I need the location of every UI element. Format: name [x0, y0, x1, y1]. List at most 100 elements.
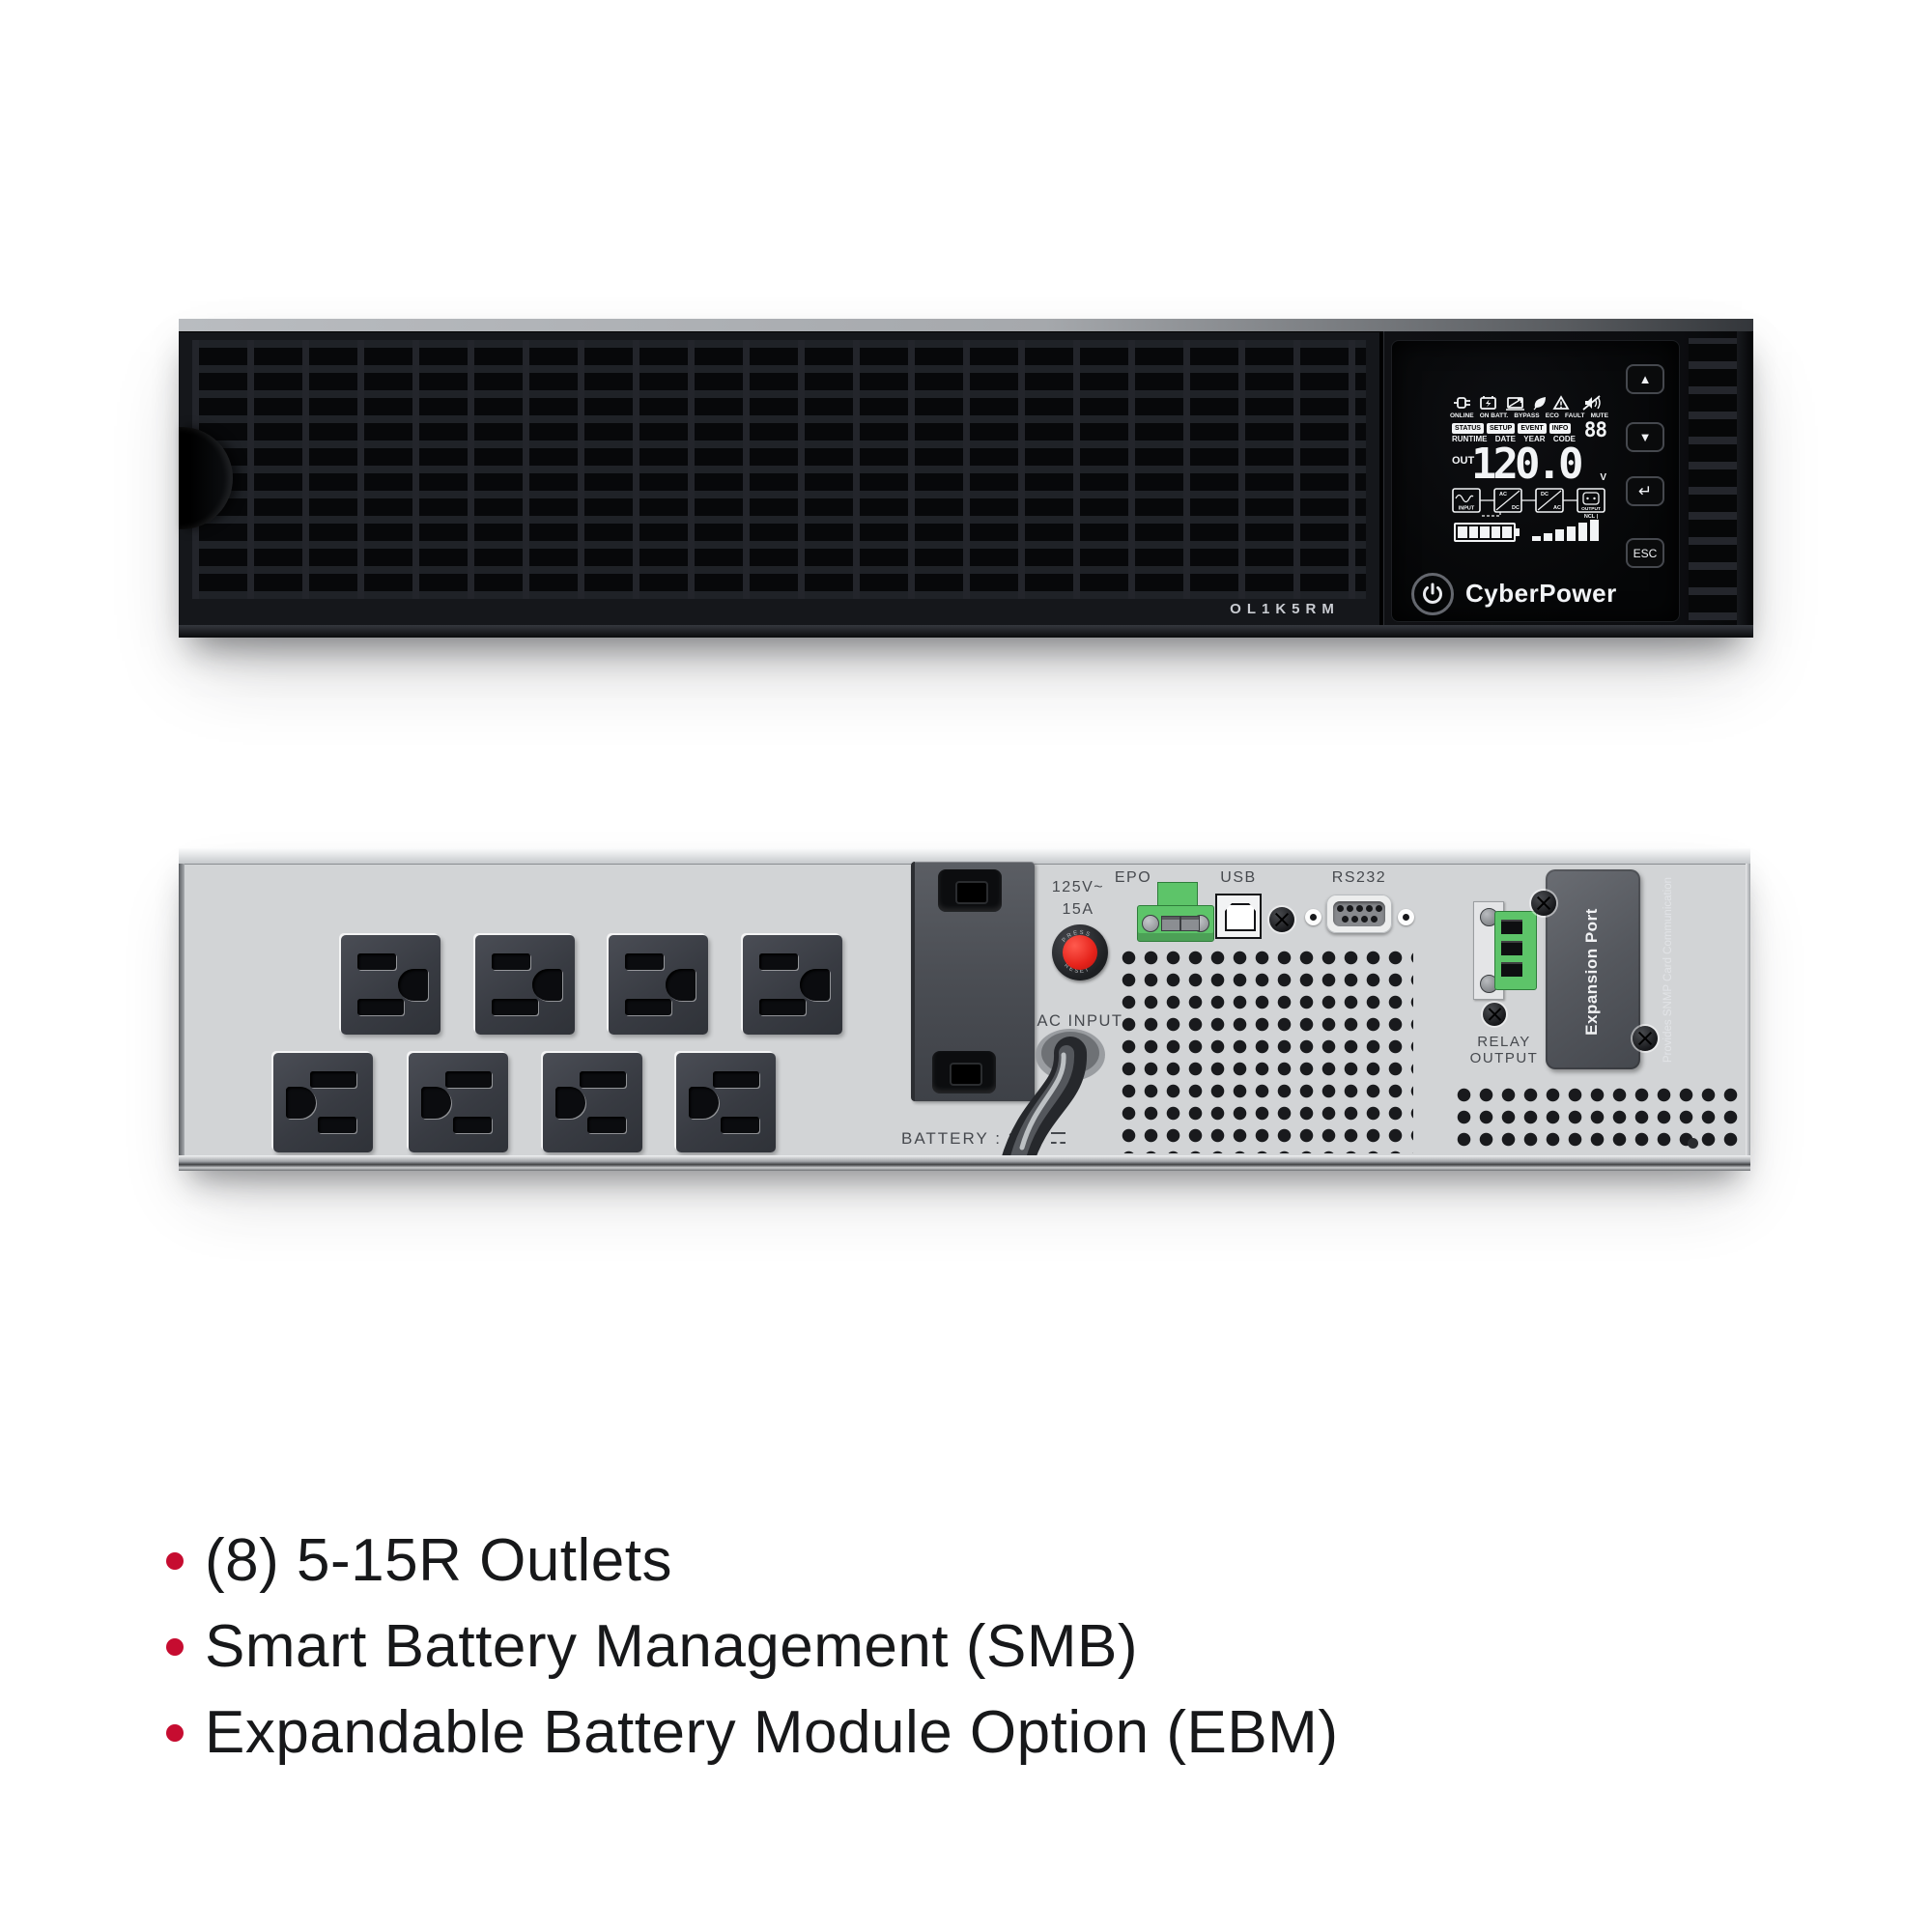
- power-icon: [1423, 582, 1442, 604]
- expansion-port-cover: Expansion Port Provides SNMP Card Commun…: [1546, 869, 1674, 1069]
- down-button: ▼: [1626, 422, 1664, 452]
- nema-5-15r-outlet: [475, 935, 575, 1035]
- nema-5-15r-outlet: [409, 1053, 508, 1152]
- load-gauge-segment: [1577, 522, 1588, 542]
- relay-output-label: RELAY OUTPUT: [1469, 1034, 1539, 1066]
- front-side-vents: [1689, 338, 1737, 620]
- ups-rear-view: BATTERY : 36V 125V~ 15A PRESS RESET AC I…: [179, 848, 1750, 1171]
- badge-setup: SETUP: [1486, 423, 1516, 434]
- epo-label: EPO: [1114, 869, 1152, 886]
- load-level-gauge: [1531, 519, 1601, 542]
- ac-input-label: AC INPUT: [1037, 1012, 1123, 1030]
- plug-online-icon: [1454, 397, 1470, 409]
- load-gauge-segment: [1566, 525, 1577, 542]
- battery-gauge-segment: [1480, 526, 1490, 538]
- nema-5-15r-outlet: [609, 935, 708, 1035]
- screw-icon: [1633, 1026, 1658, 1051]
- svg-text:INPUT: INPUT: [1459, 506, 1475, 512]
- svg-text:OUTPUT: OUTPUT: [1581, 506, 1601, 512]
- badge-info: INFO: [1548, 423, 1572, 434]
- lcd-field-labels: RUNTIME DATE YEAR CODE: [1452, 435, 1576, 443]
- lcd-output-voltage: 120.0: [1471, 440, 1583, 489]
- list-item: (8) 5-15R Outlets: [166, 1526, 1338, 1596]
- power-button: [1411, 573, 1454, 615]
- expansion-port-title: Expansion Port: [1582, 908, 1601, 1036]
- lcd-status-icons: [1454, 395, 1601, 411]
- front-vent-grille: [192, 340, 1366, 599]
- battery-icon: [1480, 396, 1496, 410]
- front-top-edge: [179, 319, 1753, 332]
- rs232-label: RS232: [1331, 869, 1387, 886]
- nema-5-15r-outlet: [743, 935, 842, 1035]
- svg-text:DC: DC: [1512, 505, 1520, 511]
- relay-output-connector: [1473, 901, 1537, 1000]
- nema-5-15r-outlet: [543, 1053, 642, 1152]
- nema-5-15r-outlet: [273, 1053, 373, 1152]
- battery-level-gauge: [1454, 523, 1520, 542]
- svg-text:AC: AC: [1499, 492, 1507, 497]
- eco-leaf-icon: [1533, 397, 1546, 411]
- load-gauge-segment: [1554, 528, 1565, 542]
- vent-holes-main: [1114, 943, 1413, 1153]
- screw-icon: [1531, 891, 1556, 916]
- usb-port: [1215, 894, 1262, 939]
- rear-left-edge: [179, 864, 185, 1155]
- bullet-icon: [166, 1552, 184, 1570]
- expansion-port-subtitle: Provides SNMP Card Communication: [1662, 876, 1674, 1064]
- screw-icon: [1483, 1003, 1506, 1026]
- breaker-rating-line2: 15A: [1062, 901, 1094, 918]
- battery-connector-bottom: [932, 1051, 996, 1094]
- ac-input-cord: [1000, 1029, 1105, 1169]
- feature-list: (8) 5-15R Outlets Smart Battery Manageme…: [166, 1526, 1338, 1784]
- feature-text: Expandable Battery Module Option (EBM): [205, 1699, 1339, 1766]
- feature-text: Smart Battery Management (SMB): [205, 1613, 1138, 1680]
- mounting-hole: [1305, 909, 1321, 925]
- battery-gauge-segment: [1502, 526, 1512, 538]
- lcd-voltage-unit: V: [1600, 472, 1606, 483]
- up-button: ▲: [1626, 364, 1664, 394]
- nema-5-15r-outlet: [676, 1053, 776, 1152]
- bypass-icon: [1506, 397, 1524, 411]
- enter-button: ↵: [1626, 476, 1664, 506]
- dc-symbol: [1050, 1132, 1065, 1144]
- panel-seam: [1379, 331, 1384, 638]
- lcd-status-icon-labels: ONLINE ON BATT. BYPASS ECO FAULT MUTE: [1450, 412, 1608, 419]
- svg-text:DC: DC: [1541, 492, 1548, 497]
- rs232-db9-port: [1326, 895, 1392, 933]
- bullet-icon: [166, 1638, 184, 1656]
- vent-hole: [1688, 1138, 1698, 1149]
- lcd-code-value: 88: [1583, 418, 1607, 441]
- breaker-reset-button: [1063, 935, 1097, 970]
- battery-gauge-segment: [1458, 526, 1467, 538]
- svg-text:NCL |: NCL |: [1584, 514, 1599, 519]
- badge-event: EVENT: [1518, 423, 1547, 434]
- up-arrow-icon: ▲: [1638, 372, 1652, 386]
- mute-speaker-icon: [1582, 395, 1601, 411]
- lcd-power-flow-diagram: INPUT AC DC DC AC OUTPUT NCL |: [1452, 488, 1605, 519]
- list-item: Expandable Battery Module Option (EBM): [166, 1698, 1338, 1768]
- svg-text:AC: AC: [1553, 505, 1561, 511]
- lcd-out-label: OUT: [1452, 455, 1475, 467]
- lcd-menu-badges: STATUS SETUP EVENT INFO: [1452, 423, 1574, 434]
- battery-gauge-segment: [1468, 526, 1479, 538]
- ups-front-view: OL1K5RM: [179, 319, 1753, 638]
- battery-rating-label: BATTERY : 36V: [901, 1129, 1065, 1149]
- screw-icon: [1269, 907, 1294, 932]
- enter-icon: ↵: [1637, 481, 1653, 500]
- battery-gauge-segment: [1491, 526, 1501, 538]
- mounting-hole: [1398, 909, 1414, 925]
- lcd-display: ONLINE ON BATT. BYPASS ECO FAULT MUTE ST…: [1450, 393, 1608, 546]
- esc-button: ESC: [1626, 538, 1664, 568]
- battery-connector-top: [938, 869, 1002, 912]
- nema-5-15r-outlet: [341, 935, 440, 1035]
- epo-connector: [1137, 882, 1214, 942]
- load-gauge-segment: [1589, 519, 1600, 542]
- load-gauge-segment: [1543, 531, 1553, 542]
- usb-label: USB: [1220, 869, 1257, 886]
- circuit-breaker: PRESS RESET: [1052, 924, 1108, 980]
- brand-logo: CyberPower: [1465, 579, 1617, 608]
- lcd-glass-panel: ONLINE ON BATT. BYPASS ECO FAULT MUTE ST…: [1391, 340, 1680, 622]
- bullet-icon: [166, 1724, 184, 1742]
- lcd-gauges: [1452, 519, 1606, 544]
- model-number-label: OL1K5RM: [1230, 601, 1340, 617]
